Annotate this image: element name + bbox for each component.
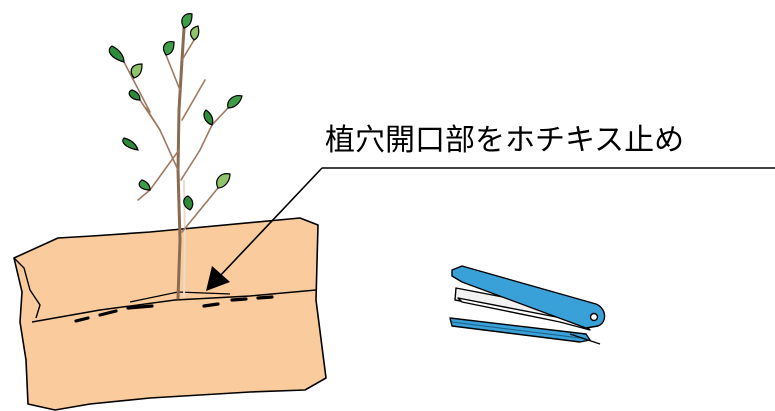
staple-mark: [256, 295, 274, 300]
leaf: [189, 25, 200, 41]
branch: [180, 107, 229, 181]
leaf: [130, 63, 143, 79]
leader-line: [217, 167, 323, 279]
leaf: [162, 41, 175, 56]
leaf: [181, 13, 193, 29]
bag-opening-line: [31, 289, 317, 323]
leader-arrow-icon: [206, 167, 775, 291]
annotation-label: 植穴開口部をホチキス止め: [325, 123, 685, 158]
leaf: [183, 195, 194, 211]
branch: [181, 39, 195, 61]
branch: [123, 61, 151, 113]
planting-bag: [13, 217, 327, 411]
leaf: [122, 137, 139, 151]
leaf: [203, 109, 214, 126]
main-stem: [176, 26, 186, 300]
stapler-icon: [449, 265, 606, 345]
staple-mark: [98, 309, 118, 317]
branch: [139, 99, 161, 131]
bag-fold-edge: [13, 257, 41, 319]
branch: [165, 54, 181, 91]
leaf: [128, 89, 141, 101]
leaf: [108, 45, 125, 63]
stapler-hinge: [589, 312, 599, 322]
stapler-top-arm: [451, 265, 606, 329]
branch: [137, 149, 180, 201]
staple-mark: [202, 302, 220, 308]
leaf: [138, 179, 151, 191]
leaf: [227, 95, 243, 109]
leaf: [216, 173, 231, 189]
seedling-icon: [108, 13, 243, 300]
stapler-tail-line: [569, 333, 601, 345]
staple-mark: [126, 304, 154, 310]
staple-mark: [230, 297, 248, 302]
stapler-base-line: [451, 321, 581, 339]
arrowhead: [206, 266, 230, 291]
branch: [181, 79, 206, 121]
branch: [181, 187, 219, 233]
staple-mark: [74, 316, 90, 323]
staple-marks: [74, 295, 274, 323]
bag-body: [13, 217, 327, 411]
